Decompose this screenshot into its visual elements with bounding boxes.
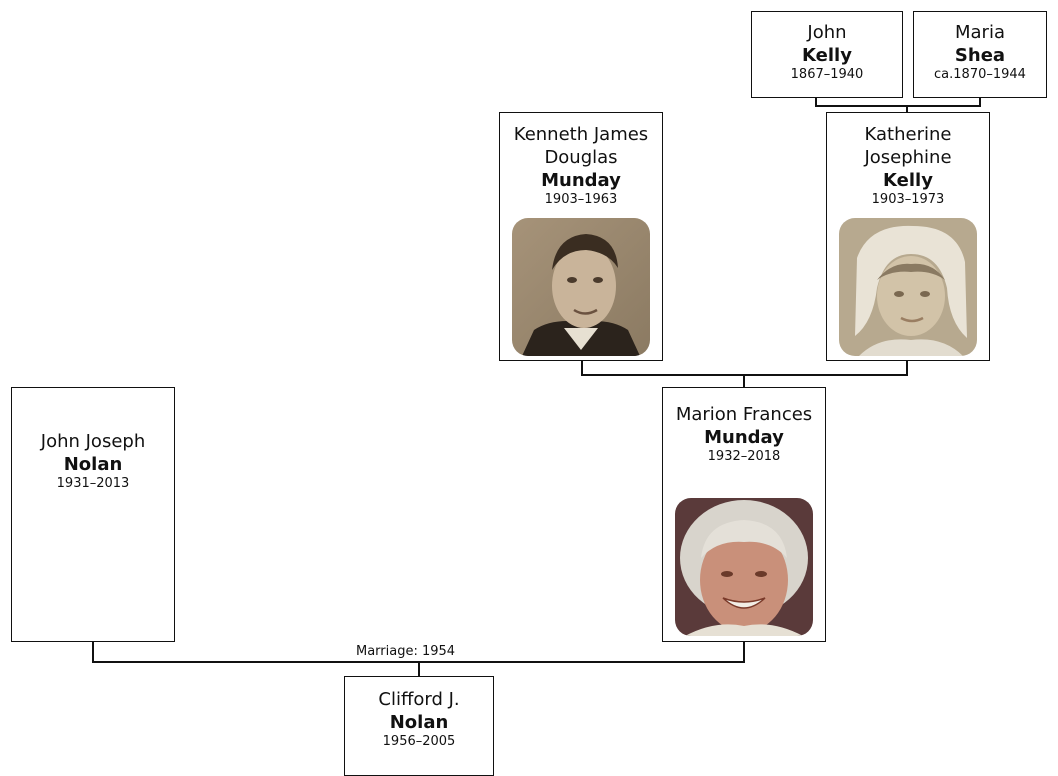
connector-kelly-shea-v2	[979, 97, 981, 106]
connector-kelly-shea-v1	[815, 97, 817, 106]
life-dates: 1956–2005	[382, 734, 456, 749]
connector-munday-kelly-v2	[906, 360, 908, 375]
given-name: John Joseph	[40, 431, 146, 452]
given-name: Kenneth James Douglas	[513, 124, 649, 168]
given-name: Marion Frances	[675, 404, 813, 425]
portrait-photo	[512, 218, 650, 356]
life-dates: 1867–1940	[790, 67, 864, 82]
surname: Munday	[704, 427, 784, 448]
person-node-katherine-kelly[interactable]: Katherine Josephine Kelly 1903–1973	[826, 112, 990, 361]
life-dates: 1932–2018	[707, 449, 781, 464]
connector-kelly-shea-down	[906, 105, 908, 113]
surname: Nolan	[63, 454, 123, 475]
surname: Nolan	[389, 712, 449, 733]
given-name: Clifford J.	[378, 689, 460, 710]
life-dates: 1903–1963	[544, 192, 618, 207]
surname: Munday	[541, 170, 621, 191]
connector-munday-kelly-v1	[581, 360, 583, 375]
portrait-photo	[675, 498, 813, 636]
connector-nolan-munday-v2	[743, 641, 745, 662]
life-dates: 1931–2013	[56, 476, 130, 491]
life-dates: 1903–1973	[871, 192, 945, 207]
connector-kelly-shea-h	[815, 105, 981, 107]
surname: Kelly	[802, 45, 852, 66]
person-node-john-kelly[interactable]: John Kelly 1867–1940	[751, 11, 903, 98]
portrait-photo	[839, 218, 977, 356]
person-node-maria-shea[interactable]: Maria Shea ca.1870–1944	[913, 11, 1047, 98]
given-name: Katherine Josephine	[864, 124, 952, 168]
marriage-label: Marriage: 1954	[352, 644, 460, 660]
surname: Kelly	[883, 170, 933, 191]
connector-nolan-munday-down	[418, 661, 420, 677]
life-dates: ca.1870–1944	[934, 67, 1026, 82]
connector-nolan-munday-v1	[92, 641, 94, 662]
person-node-kenneth-munday[interactable]: Kenneth James Douglas Munday 1903–1963	[499, 112, 663, 361]
person-node-john-nolan[interactable]: John Joseph Nolan 1931–2013	[11, 387, 175, 642]
surname: Shea	[954, 45, 1006, 66]
given-name: Maria	[955, 22, 1005, 43]
connector-munday-kelly-down	[743, 374, 745, 388]
given-name: John	[807, 22, 847, 43]
person-node-marion-munday[interactable]: Marion Frances Munday 1932–2018	[662, 387, 826, 642]
person-node-clifford-nolan[interactable]: Clifford J. Nolan 1956–2005	[344, 676, 494, 776]
